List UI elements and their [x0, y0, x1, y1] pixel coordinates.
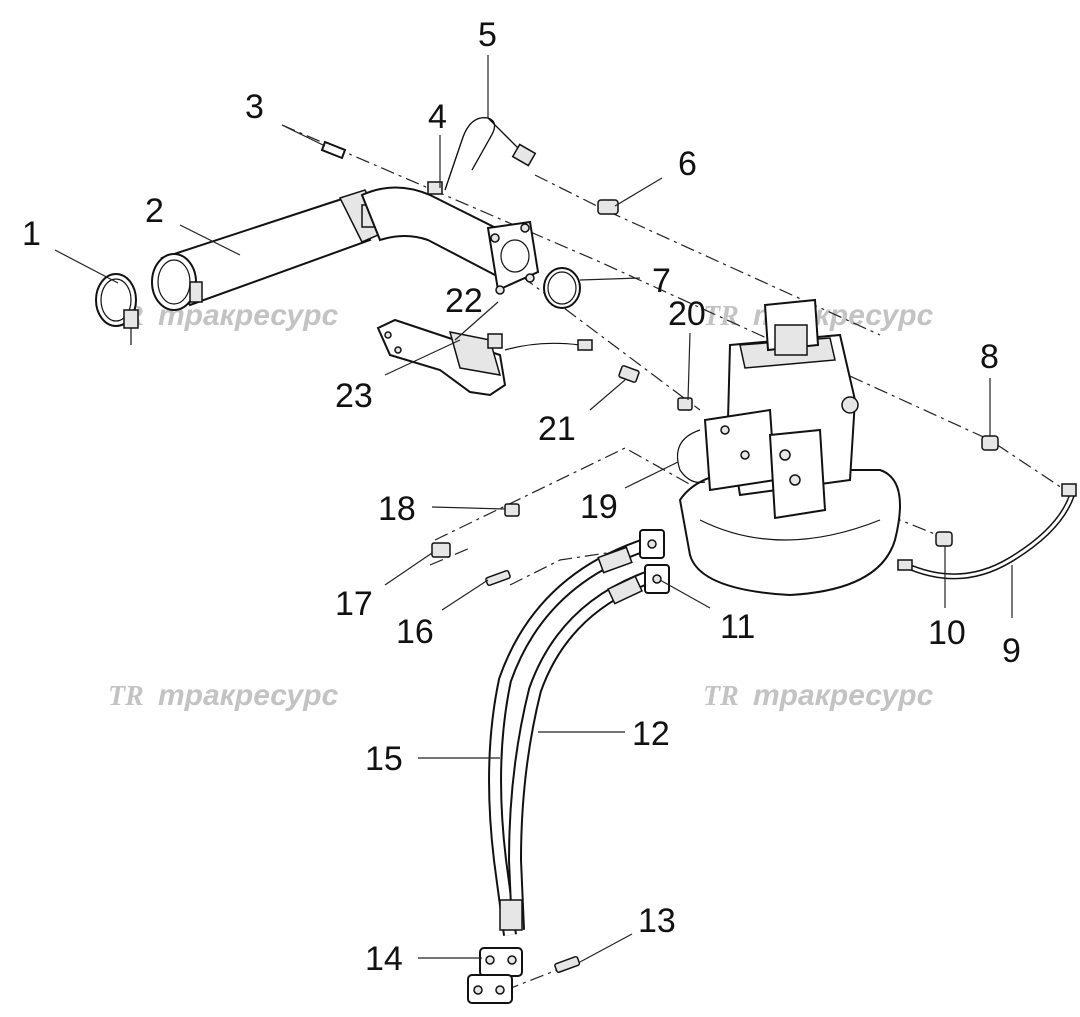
- watermark-logo: TR: [108, 681, 144, 712]
- callout-21: 21: [538, 410, 576, 448]
- part-hose-small: [444, 117, 537, 191]
- callout-5: 5: [478, 16, 497, 54]
- part-pin-16: [485, 569, 511, 587]
- part-bolt-13: [554, 955, 581, 973]
- callout-20: 20: [668, 295, 706, 333]
- part-suction-hose: [151, 189, 387, 311]
- callout-2: 2: [145, 192, 164, 230]
- part-fitting-17: [431, 542, 451, 558]
- part-pressure-hoses: [488, 538, 658, 936]
- watermark-mid-left: TR трак​ресурс: [108, 679, 339, 712]
- part-o-ring: [543, 267, 581, 309]
- part-plug-18: [504, 503, 520, 517]
- callout-13: 13: [638, 902, 676, 940]
- part-bracket-solenoid: [376, 318, 593, 397]
- part-hose-9: [897, 483, 1077, 580]
- part-fitting-21: [618, 365, 640, 383]
- callout-9: 9: [1002, 632, 1021, 670]
- part-fitting-20: [677, 397, 693, 411]
- watermark-text: трак​ресурс: [158, 679, 339, 712]
- callout-3: 3: [245, 88, 264, 126]
- leader-lines: [54, 55, 1013, 963]
- watermark-text: трак​ресурс: [753, 679, 934, 712]
- callout-labels: 1 2 3 4 5 6 7 8 9 10 11 12 13 14 15 16 1…: [22, 16, 1021, 978]
- callout-17: 17: [335, 585, 373, 623]
- callout-14: 14: [365, 940, 403, 978]
- callout-18: 18: [378, 490, 416, 528]
- watermark-top-left: TR трак​ресурс: [108, 299, 339, 332]
- part-fitting-10: [935, 531, 953, 547]
- part-fitting-8: [981, 435, 999, 451]
- watermark-top-right: TR трак​ресурс: [703, 299, 934, 332]
- callout-15: 15: [365, 740, 403, 778]
- callout-22: 22: [445, 282, 483, 320]
- callout-8: 8: [980, 338, 999, 376]
- watermark-logo: TR: [703, 681, 739, 712]
- watermark-logo: TR: [703, 301, 739, 332]
- callout-10: 10: [928, 614, 966, 652]
- callout-12: 12: [632, 715, 670, 753]
- part-bolt: [320, 140, 347, 160]
- callout-16: 16: [396, 613, 434, 651]
- part-flange-11: [639, 529, 670, 594]
- assembly-axes: [281, 124, 1066, 1001]
- part-hydraulic-pump: [676, 298, 901, 597]
- part-fitting-6: [597, 199, 619, 215]
- callout-7: 7: [652, 262, 671, 300]
- part-clamp: [95, 273, 139, 345]
- part-suction-pipe: [360, 181, 540, 295]
- callout-23: 23: [335, 377, 373, 415]
- callout-6: 6: [678, 145, 697, 183]
- callout-4: 4: [428, 98, 447, 136]
- callout-1: 1: [22, 215, 41, 253]
- callout-19: 19: [580, 488, 618, 526]
- callout-11: 11: [720, 608, 755, 646]
- watermark-mid-right: TR трак​ресурс: [703, 679, 934, 712]
- part-flange-14: [467, 947, 523, 1004]
